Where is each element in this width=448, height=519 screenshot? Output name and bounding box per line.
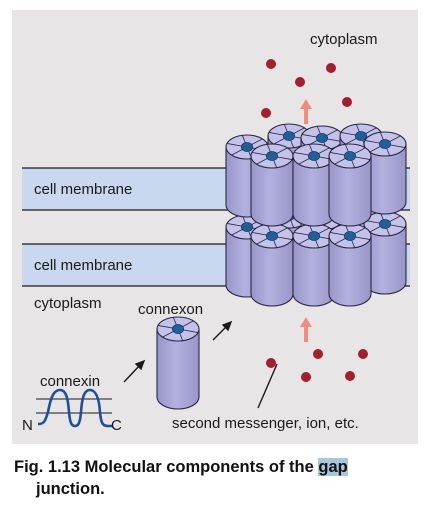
- label-cell-membrane-2: cell membrane: [34, 257, 132, 274]
- pore: [283, 131, 295, 141]
- pore: [266, 151, 278, 161]
- particle: [342, 97, 352, 107]
- pore: [172, 324, 184, 334]
- connexon-single: [156, 316, 200, 410]
- figure-caption: Fig. 1.13 Molecular components of the ga…: [14, 456, 434, 500]
- second-messenger-pointer: [257, 363, 278, 409]
- pointer-arrows: [123, 320, 278, 409]
- pore: [316, 133, 328, 143]
- pore: [355, 131, 367, 141]
- particle: [358, 349, 368, 359]
- pore: [379, 139, 391, 149]
- particle: [301, 372, 311, 382]
- label-connexin: connexin: [40, 373, 100, 390]
- pore: [379, 219, 391, 229]
- connexon-cylinder: [250, 223, 294, 307]
- label-cytoplasm-top: cytoplasm: [310, 31, 378, 48]
- connexon-cylinder: [156, 316, 200, 410]
- caption-highlight: gap: [318, 458, 348, 476]
- connexon-cylinder: [328, 223, 372, 307]
- particle: [313, 349, 323, 359]
- pore: [308, 231, 320, 241]
- label-connexon: connexon: [138, 301, 203, 318]
- pore: [266, 231, 278, 241]
- label-n-terminus: N: [22, 417, 33, 434]
- pore: [344, 231, 356, 241]
- particle: [326, 63, 336, 73]
- label-cytoplasm-bottom: cytoplasm: [34, 295, 102, 312]
- particle: [261, 108, 271, 118]
- pore: [344, 151, 356, 161]
- flow-arrow-bottom: [300, 317, 312, 342]
- connexin-protein: [36, 388, 113, 428]
- flow-arrow-top: [300, 99, 312, 124]
- pore: [241, 142, 253, 152]
- label-second-messenger: second messenger, ion, etc.: [172, 415, 359, 432]
- pore: [241, 222, 253, 232]
- connexon-cylinder: [292, 143, 336, 227]
- particle: [345, 371, 355, 381]
- pore: [308, 151, 320, 161]
- connexon-cylinder: [328, 143, 372, 227]
- connexon-cylinder: [250, 143, 294, 227]
- caption-prefix: Fig. 1.13 Molecular components of the: [14, 458, 319, 476]
- particle: [266, 59, 276, 69]
- label-c-terminus: C: [111, 417, 122, 434]
- connexon-cylinder: [292, 223, 336, 307]
- particles: [261, 59, 368, 382]
- caption-line2: junction.: [36, 480, 105, 498]
- particle: [266, 358, 276, 368]
- connexon-cluster-lower: [225, 203, 407, 307]
- particle: [295, 77, 305, 87]
- label-cell-membrane-1: cell membrane: [34, 181, 132, 198]
- connexon-cluster-upper: [225, 123, 407, 227]
